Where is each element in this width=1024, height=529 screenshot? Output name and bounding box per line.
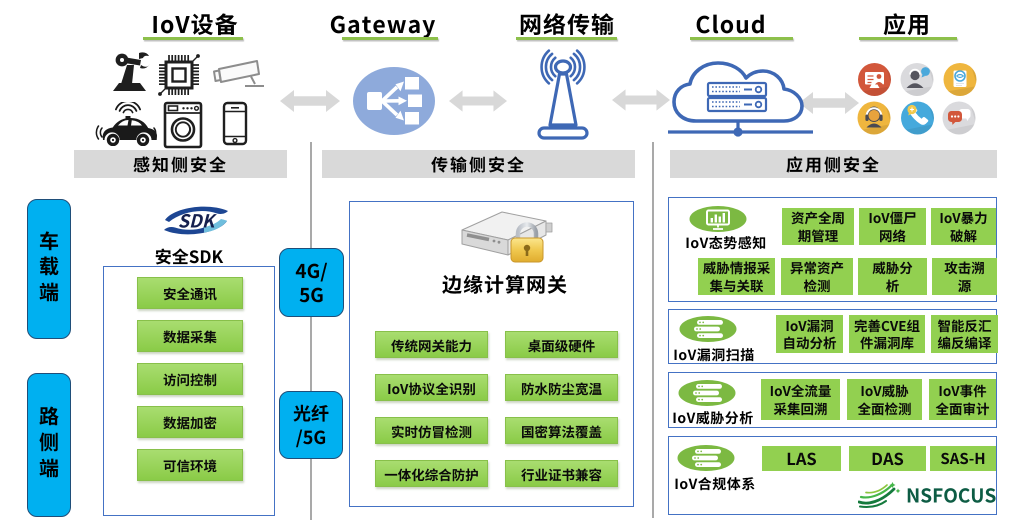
capability-button: 攻击溯 源: [932, 258, 997, 295]
section-divider-right: [651, 142, 654, 518]
link-fiber-5g-box: 光纤 /5G: [279, 391, 343, 459]
vuln-scan-icon: [679, 316, 737, 342]
arrow-network-cloud-icon: [612, 89, 670, 111]
gateway-feature-button: 国密算法覆盖: [505, 417, 618, 444]
edge-gateway-title: 边缘计算网关: [442, 269, 568, 298]
capability-button: 完善CVE组 件漏洞库: [849, 315, 925, 353]
vuln-scan-label: IoV漏洞扫描: [673, 345, 755, 365]
cloud-servers-icon: [668, 61, 813, 137]
road-side-box: 路侧端: [27, 373, 71, 517]
robot-arm-icon: [113, 52, 150, 91]
sdk-panel-title: 安全SDK: [154, 243, 224, 268]
road-side-label: 路侧端: [34, 406, 64, 484]
gateway-feature-button: 防水防尘宽温: [505, 374, 618, 401]
capability-button: IoV事件 全面审计: [929, 379, 996, 420]
column-title-iov-devices: IoV设备: [151, 6, 239, 40]
gateway-hub-icon: [353, 67, 435, 135]
title-underline: [690, 37, 793, 40]
arrow-devices-gateway-icon: [280, 90, 340, 112]
title-underline: [859, 37, 957, 40]
vehicle-side-label: 车载端: [34, 230, 64, 308]
nsfocus-logo-text: NSFOCUS: [906, 482, 997, 509]
edge-gateway-device-icon: [461, 211, 553, 263]
arrow-cloud-application-icon: [799, 92, 859, 114]
capability-button: 异常资产 检测: [781, 258, 853, 295]
column-title-network-transmission: 网络传输: [519, 6, 615, 40]
arrow-gateway-network-icon: [449, 90, 507, 112]
capability-button: IoV漏洞 自动分析: [776, 315, 843, 353]
capability-button: 智能反汇 编反编译: [931, 315, 998, 353]
capability-button: IoV暴力 破解: [931, 208, 996, 245]
nsfocus-logo: NSFOCUS: [858, 482, 997, 509]
cctv-camera-icon: [213, 60, 264, 87]
video-support-icon: [858, 63, 891, 96]
sdk-capability-button: 访问控制: [137, 363, 243, 395]
compliance-icon: [677, 445, 735, 471]
sdk-logo-text: SDK: [178, 208, 218, 234]
smartphone-icon: [222, 101, 248, 146]
capability-button: LAS: [762, 446, 841, 471]
document-chat-icon: [943, 63, 977, 96]
title-underline: [143, 37, 243, 40]
capability-button: 威胁分 析: [858, 258, 927, 295]
situational-awareness-label: IoV态势感知: [685, 233, 767, 253]
capability-button: IoV威胁 全面检测: [847, 379, 922, 420]
sdk-capability-button: 数据采集: [137, 320, 243, 352]
capability-button: 资产全周 期管理: [782, 208, 854, 245]
capability-button: IoV僵尸 网络: [859, 208, 926, 245]
threat-analysis-label: IoV威胁分析: [672, 408, 754, 428]
capability-button: DAS: [849, 446, 926, 471]
situational-awareness-icon: [689, 206, 747, 232]
column-title-gateway: Gateway: [329, 6, 437, 40]
gateway-feature-button: IoV协议全识别: [375, 374, 488, 401]
threat-analysis-icon: [678, 380, 736, 406]
section-bar-application: 应用侧安全: [670, 150, 997, 178]
column-title-application: 应用: [883, 6, 931, 40]
capability-button: 威胁情报采 集与关联: [698, 258, 775, 295]
agent-chat-icon: [900, 63, 934, 96]
title-underline: [516, 37, 617, 40]
gateway-feature-button: 传统网关能力: [375, 331, 488, 358]
compliance-label: IoV合规体系: [674, 474, 756, 494]
phone-chat-icon: [901, 101, 934, 135]
network-antenna-icon: [537, 49, 589, 140]
gateway-feature-button: 桌面级硬件: [505, 331, 618, 358]
sdk-capability-button: 数据加密: [137, 406, 243, 438]
gateway-feature-button: 实时仿冒检测: [375, 417, 488, 444]
smart-car-icon: [95, 102, 157, 146]
column-title-cloud: Cloud: [695, 6, 767, 40]
section-divider-left: [310, 142, 312, 520]
gateway-feature-button: 一体化综合防护: [375, 460, 488, 487]
sdk-capability-button: 安全通讯: [137, 277, 243, 309]
sdk-capability-button: 可信环境: [137, 449, 243, 481]
gateway-feature-button: 行业证书兼容: [505, 460, 618, 487]
section-bar-perception: 感知侧安全: [74, 150, 287, 178]
sdk-logo: SDK: [164, 206, 228, 235]
washing-machine-icon: [163, 101, 203, 149]
application-icons: [857, 63, 977, 135]
vehicle-side-box: 车载端: [27, 199, 71, 339]
capability-button: SAS-H: [930, 446, 996, 471]
section-bar-transmission: 传输侧安全: [322, 150, 635, 178]
message-bubbles-icon: [942, 101, 976, 135]
chip-icon: [158, 54, 200, 96]
title-underline: [342, 37, 438, 40]
capability-button: IoV全流量 采集回溯: [761, 379, 840, 420]
link-4g-5g-box: 4G/ 5G: [279, 248, 344, 317]
support-headset-icon: [857, 101, 891, 135]
